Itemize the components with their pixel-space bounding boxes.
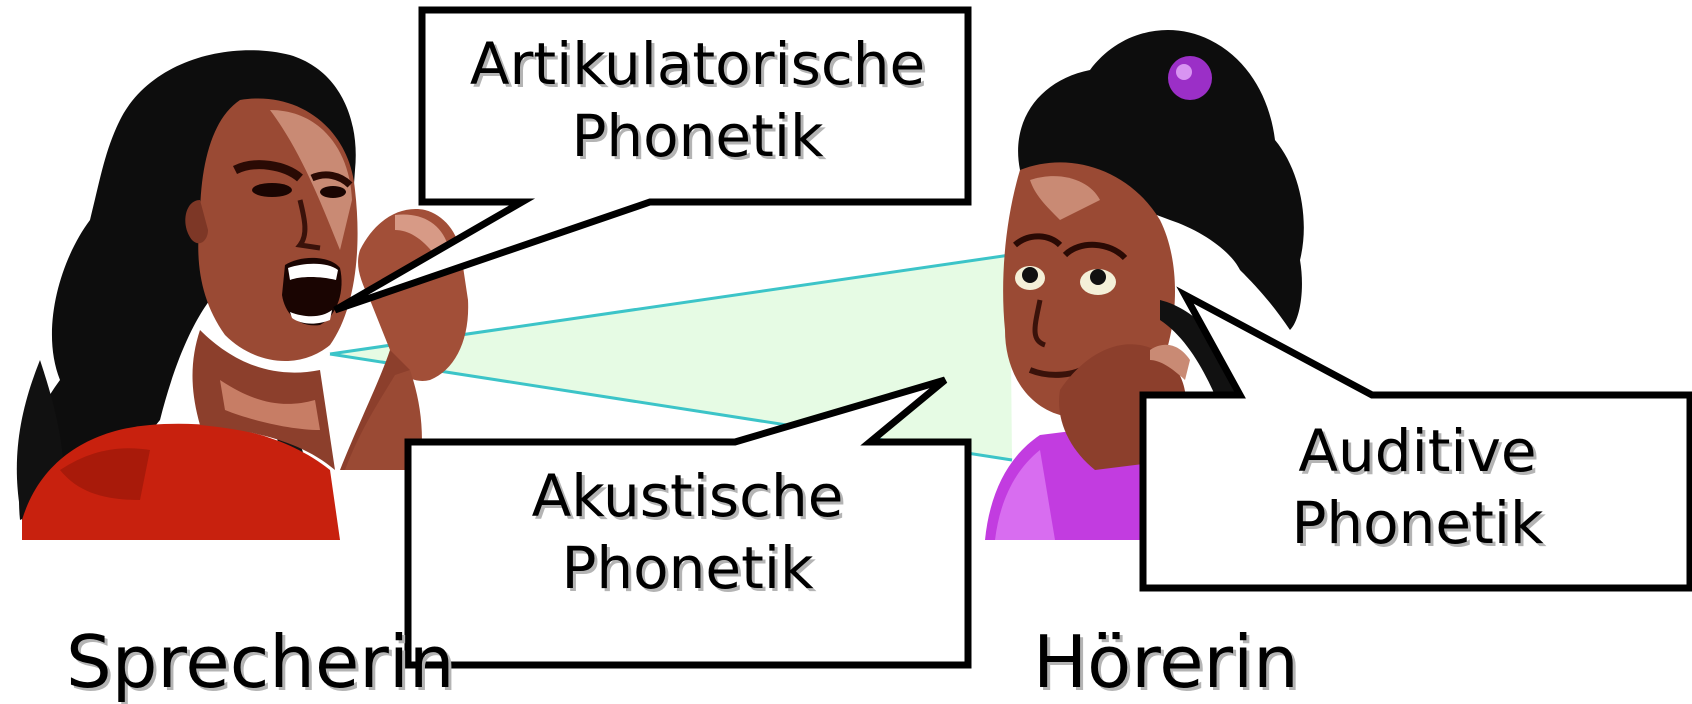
auditory-line-1: Auditive [1298, 417, 1537, 485]
auditory-phonetics-bubble [1139, 286, 1692, 592]
acoustic-phonetics-bubble [404, 376, 972, 669]
acoustic-phonetics-text: Akustische Phonetik [410, 460, 965, 604]
acoustic-line-1: Akustische [531, 462, 844, 530]
articulatory-line-1: Artikulatorische [469, 30, 926, 98]
auditory-phonetics-text: Auditive Phonetik [1145, 415, 1690, 559]
articulatory-phonetics-bubble [333, 6, 972, 314]
auditory-line-2: Phonetik [1291, 489, 1544, 557]
articulatory-line-2: Phonetik [571, 102, 824, 170]
speaker-illustration-icon [16, 50, 469, 540]
acoustic-line-2: Phonetik [561, 534, 814, 602]
speaker-label: Sprecherin [66, 620, 455, 704]
listener-label: Hörerin [1033, 620, 1299, 704]
listener-illustration-icon [985, 30, 1304, 540]
articulatory-phonetics-text: Artikulatorische Phonetik [430, 28, 965, 172]
